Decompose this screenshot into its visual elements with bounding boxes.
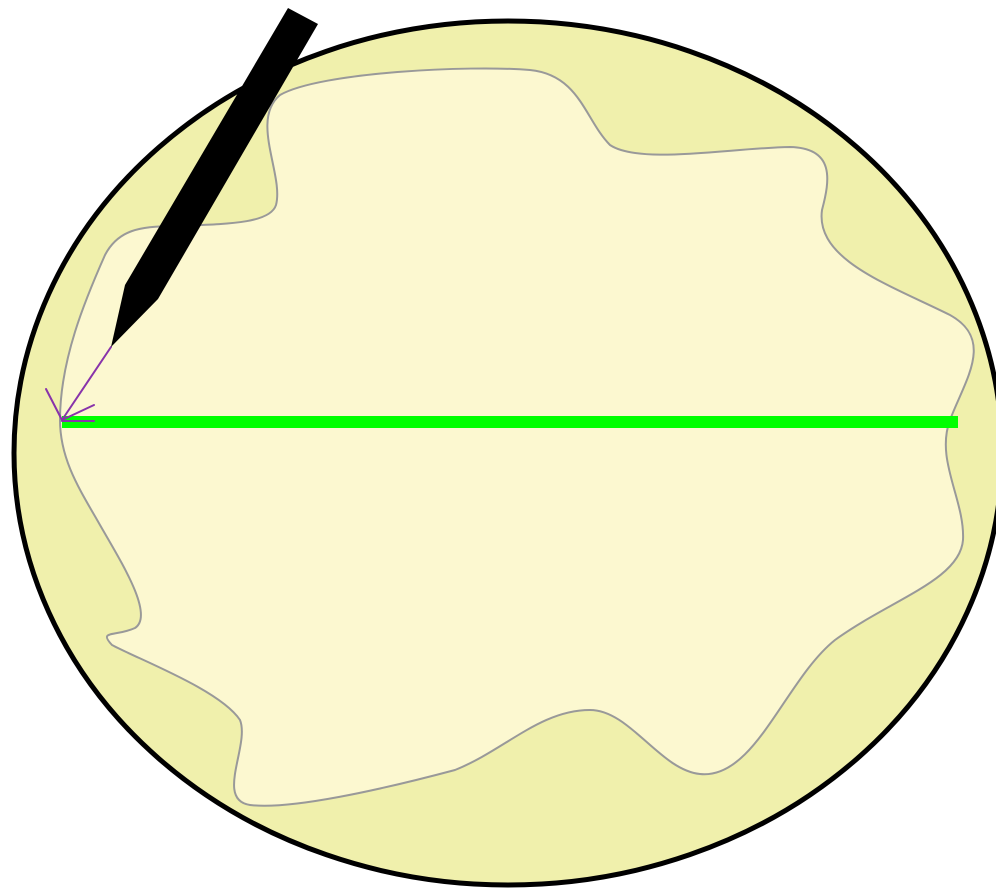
- measurement-line: [62, 416, 958, 428]
